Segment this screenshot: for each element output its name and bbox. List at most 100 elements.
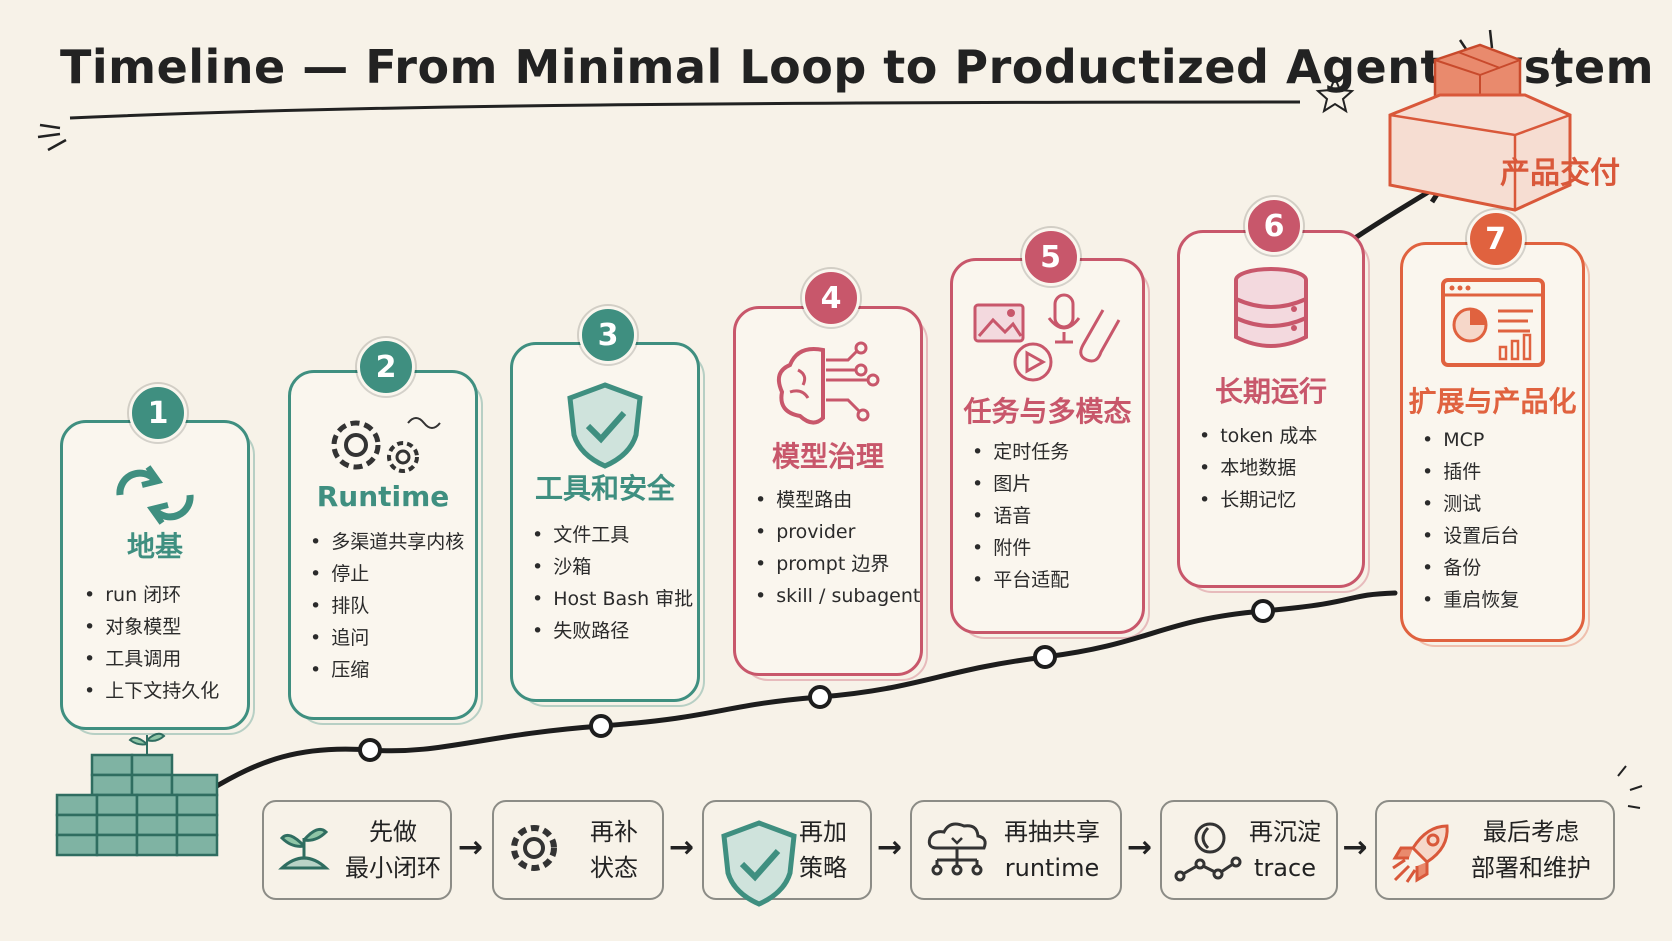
stage-bullet-list: 多渠道共享内核停止排队追问压缩 [310, 526, 464, 686]
stage-bullet-item: prompt 边界 [755, 548, 920, 580]
stage-title: 模型治理 [771, 440, 884, 473]
stage-title: 工具和安全 [534, 472, 675, 505]
flow-step-text: 再加策略 [782, 814, 864, 886]
gears-icon [318, 405, 448, 489]
stage-bullet-item: MCP [1422, 424, 1519, 456]
stage-bullet-item: 语音 [972, 500, 1069, 532]
timeline-node-3 [808, 685, 832, 709]
stage-number-badge: 2 [357, 338, 415, 396]
flow-step-line2: trace [1254, 854, 1316, 882]
flow-step-line2: 状态 [590, 854, 638, 882]
flow-step-text: 再沉淀 trace [1240, 814, 1330, 886]
stage-bullet-list: MCP插件测试设置后台备份重启恢复 [1422, 424, 1519, 616]
flow-step-4 [910, 800, 1122, 900]
flow-step-line1: 再加 [799, 818, 847, 846]
brain-circuit-icon [768, 340, 888, 434]
stage-number-badge: 7 [1466, 210, 1525, 268]
stage-bullet-item: 文件工具 [532, 519, 693, 551]
stage-bullet-item: 重启恢复 [1422, 584, 1519, 616]
stage-bullet-list: 模型路由providerprompt 边界skill / subagent [755, 484, 920, 612]
shield-check-icon [560, 380, 650, 474]
dashboard-icon [1438, 275, 1548, 379]
flow-arrow-icon: → [877, 830, 903, 865]
stage-bullet-item: 设置后台 [1422, 520, 1519, 552]
product-box-icon [1388, 43, 1572, 212]
stage-bullet-item: 模型路由 [755, 484, 920, 516]
stage-number-badge: 1 [129, 384, 187, 442]
stage-bullet-list: token 成本本地数据长期记忆 [1199, 420, 1317, 516]
stage-bullet-list: 定时任务图片语音附件平台适配 [972, 436, 1069, 596]
flow-step-text: 再补状态 [572, 814, 656, 886]
flow-arrow-icon: → [669, 830, 695, 865]
flow-step-line2: runtime [1004, 854, 1100, 882]
stage-bullet-list: 文件工具沙箱Host Bash 审批失败路径 [532, 519, 693, 647]
media-icons [973, 290, 1123, 394]
stage-bullet-item: 失败路径 [532, 615, 693, 647]
timeline-node-5 [1251, 599, 1275, 623]
stage-bullet-item: provider [755, 516, 920, 548]
stage-bullet-item: run 闭环 [84, 579, 219, 611]
stage-bullet-list: run 闭环对象模型工具调用上下文持久化 [84, 579, 219, 707]
stage-title: 地基 [126, 530, 183, 563]
gear-icon [504, 818, 564, 882]
flow-step-5 [1160, 800, 1338, 900]
flow-step-line1: 先做 [369, 818, 417, 846]
flow-step-line2: 部署和维护 [1471, 854, 1591, 882]
stage-title: 长期运行 [1214, 375, 1327, 408]
rocket-icon [1387, 818, 1457, 892]
flow-arrow-icon: → [1127, 830, 1153, 865]
stage-bullet-item: 图片 [972, 468, 1069, 500]
product-delivery-label: 产品交付 [1500, 156, 1620, 191]
stage-bullet-item: 压缩 [310, 654, 464, 686]
stage-number-badge: 4 [802, 269, 860, 327]
flow-step-line1: 再沉淀 [1249, 818, 1321, 846]
stage-bullet-item: 插件 [1422, 456, 1519, 488]
stage-bullet-item: 定时任务 [972, 436, 1069, 468]
timeline-node-1 [358, 738, 382, 762]
stage-number-badge: 5 [1021, 228, 1080, 286]
timeline-node-2 [589, 714, 613, 738]
stage-number-badge: 3 [579, 306, 637, 364]
flow-arrow-icon: → [1342, 830, 1368, 865]
stage-title: Runtime [316, 480, 450, 513]
flow-step-line2: 策略 [799, 854, 847, 882]
stage-bullet-item: 沙箱 [532, 551, 693, 583]
cloud-network-icon [922, 818, 992, 882]
stage-bullet-item: 测试 [1422, 488, 1519, 520]
stage-number-badge: 6 [1245, 197, 1303, 255]
sprout-icon [274, 818, 334, 882]
stage-bullet-item: 上下文持久化 [84, 675, 219, 707]
flow-step-line1: 再补 [590, 818, 638, 846]
page-title: Timeline — From Minimal Loop to Producti… [60, 40, 1655, 94]
flow-step-text: 再抽共享 runtime [990, 814, 1114, 886]
brick-foundation-icon [55, 732, 219, 857]
flow-step-line2: 最小闭环 [345, 854, 441, 882]
flow-step-1 [262, 800, 452, 900]
stage-bullet-item: 附件 [972, 532, 1069, 564]
timeline-node-4 [1033, 645, 1057, 669]
cycle-arrows-icon [100, 455, 210, 539]
stage-bullet-item: 工具调用 [84, 643, 219, 675]
stage-bullet-item: 追问 [310, 622, 464, 654]
flow-step-line1: 最后考虑 [1483, 818, 1579, 846]
flow-step-line1: 再抽共享 [1004, 818, 1100, 846]
stage-bullet-item: token 成本 [1199, 420, 1317, 452]
stage-bullet-item: 平台适配 [972, 564, 1069, 596]
stage-bullet-item: 多渠道共享内核 [310, 526, 464, 558]
stage-bullet-item: 对象模型 [84, 611, 219, 643]
stage-bullet-item: 本地数据 [1199, 452, 1317, 484]
stage-bullet-item: 排队 [310, 590, 464, 622]
stage-bullet-item: 备份 [1422, 552, 1519, 584]
flow-step-text: 先做最小闭环 [342, 814, 444, 886]
flow-step-text: 最后考虑部署和维护 [1455, 814, 1607, 886]
stage-bullet-item: 停止 [310, 558, 464, 590]
stage-bullet-item: skill / subagent [755, 580, 920, 612]
stage-bullet-item: 长期记忆 [1199, 484, 1317, 516]
stage-bullet-item: Host Bash 审批 [532, 583, 693, 615]
shield-check-icon [714, 818, 804, 912]
database-icon [1226, 265, 1316, 359]
stage-title: 扩展与产品化 [1408, 385, 1577, 418]
trace-icon [1172, 818, 1242, 892]
flow-arrow-icon: → [458, 830, 484, 865]
